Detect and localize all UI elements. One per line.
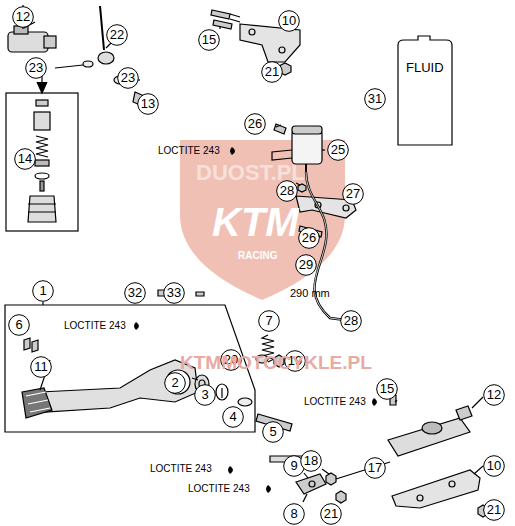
callout-circle: 8 <box>283 503 305 525</box>
callout-number: 13 <box>137 93 159 115</box>
piston-kit <box>6 74 78 231</box>
callout-circle: 26 <box>298 227 320 249</box>
callout-number: 33 <box>163 282 185 304</box>
callout-number: 29 <box>295 254 317 276</box>
callout-number: 12 <box>483 384 505 406</box>
callout-circle: 7 <box>258 310 280 332</box>
washer <box>83 61 93 67</box>
callout-number: 5 <box>262 421 284 443</box>
bottle-label: FLUID <box>406 60 444 75</box>
fluid-bottle <box>398 36 452 145</box>
callout-number: 3 <box>194 384 216 406</box>
note: LOCTITE 243 <box>64 320 126 331</box>
callout-number: 10 <box>483 455 505 477</box>
callout-circle: 18 <box>300 450 322 472</box>
callout-number: 4 <box>222 406 244 428</box>
callout-circle: 31 <box>364 88 386 110</box>
callout-number: 32 <box>124 282 146 304</box>
brake-line <box>100 6 104 50</box>
callout-number: 10 <box>278 10 300 32</box>
callout-number: 23 <box>117 67 139 89</box>
note: LOCTITE 243 <box>158 145 220 156</box>
callout-circle: 14 <box>14 148 36 170</box>
bracket <box>392 470 488 517</box>
note: LOCTITE 243 <box>188 483 250 494</box>
banjo-fitting <box>98 52 114 64</box>
callout-number: 26 <box>244 113 266 135</box>
note: LOCTITE 243 <box>304 396 366 407</box>
callout-circle: 21 <box>261 61 283 83</box>
dimension: 290 mm <box>290 287 330 299</box>
callout-number: 28 <box>340 310 362 332</box>
callout-circle: 23 <box>117 67 139 89</box>
callout-circle: 12 <box>483 384 505 406</box>
callout-circle: 13 <box>137 93 159 115</box>
callout-circle: 3 <box>194 384 216 406</box>
master-cylinder <box>8 5 56 52</box>
watermark: KTMMOTOCYKLE.PL <box>180 352 372 374</box>
pin <box>196 292 204 296</box>
callout-number: 1 <box>32 280 54 302</box>
callout-circle: 27 <box>342 183 364 205</box>
callout-circle: 23 <box>25 57 47 79</box>
callout-circle: 5 <box>262 421 284 443</box>
watermark: KTM <box>212 200 299 245</box>
callout-circle: 32 <box>124 282 146 304</box>
callout-circle: 6 <box>8 314 30 336</box>
bracket <box>211 10 300 75</box>
callout-number: 22 <box>106 24 128 46</box>
callout-circle: 4 <box>222 406 244 428</box>
callout-number: 15 <box>376 378 398 400</box>
callout-circle: 11 <box>30 356 52 378</box>
callout-circle: 22 <box>106 24 128 46</box>
callout-circle: 21 <box>483 499 505 521</box>
callout-circle: 17 <box>364 457 386 479</box>
callout-number: 15 <box>198 29 220 51</box>
callout-number: 6 <box>8 314 30 336</box>
callout-circle: 10 <box>278 10 300 32</box>
callout-number: 25 <box>327 139 349 161</box>
callout-number: 21 <box>483 499 505 521</box>
callout-number: 27 <box>342 183 364 205</box>
callout-circle: 29 <box>295 254 317 276</box>
clevis <box>296 474 326 494</box>
callout-circle: 2 <box>164 372 186 394</box>
callout-number: 17 <box>364 457 386 479</box>
callout-number: 23 <box>25 57 47 79</box>
callout-number: 14 <box>14 148 36 170</box>
callout-number: 21 <box>320 503 342 525</box>
note: LOCTITE 243 <box>150 463 212 474</box>
watermark: RACING <box>238 250 277 261</box>
callout-circle: 33 <box>163 282 185 304</box>
callout-number: 12 <box>12 6 34 28</box>
callout-number: 26 <box>298 227 320 249</box>
callout-number: 2 <box>164 372 186 394</box>
callout-number: 18 <box>300 450 322 472</box>
callout-number: 11 <box>30 356 52 378</box>
callout-circle: 1 <box>32 280 54 302</box>
callout-circle: 26 <box>244 113 266 135</box>
callout-circle: 10 <box>483 455 505 477</box>
callout-circle: 12 <box>12 6 34 28</box>
master-cylinder <box>388 395 472 456</box>
washer <box>238 398 252 406</box>
callout-number: 31 <box>364 88 386 110</box>
callout-circle: 15 <box>198 29 220 51</box>
callout-number: 8 <box>283 503 305 525</box>
callout-circle: 21 <box>320 503 342 525</box>
callout-circle: 25 <box>327 139 349 161</box>
brake-pedal <box>22 338 228 418</box>
callout-number: 7 <box>258 310 280 332</box>
callout-circle: 28 <box>340 310 362 332</box>
callout-number: 21 <box>261 61 283 83</box>
watermark: DUOST.PL <box>196 160 305 186</box>
loctite-drop <box>134 147 377 493</box>
callout-circle: 15 <box>376 378 398 400</box>
